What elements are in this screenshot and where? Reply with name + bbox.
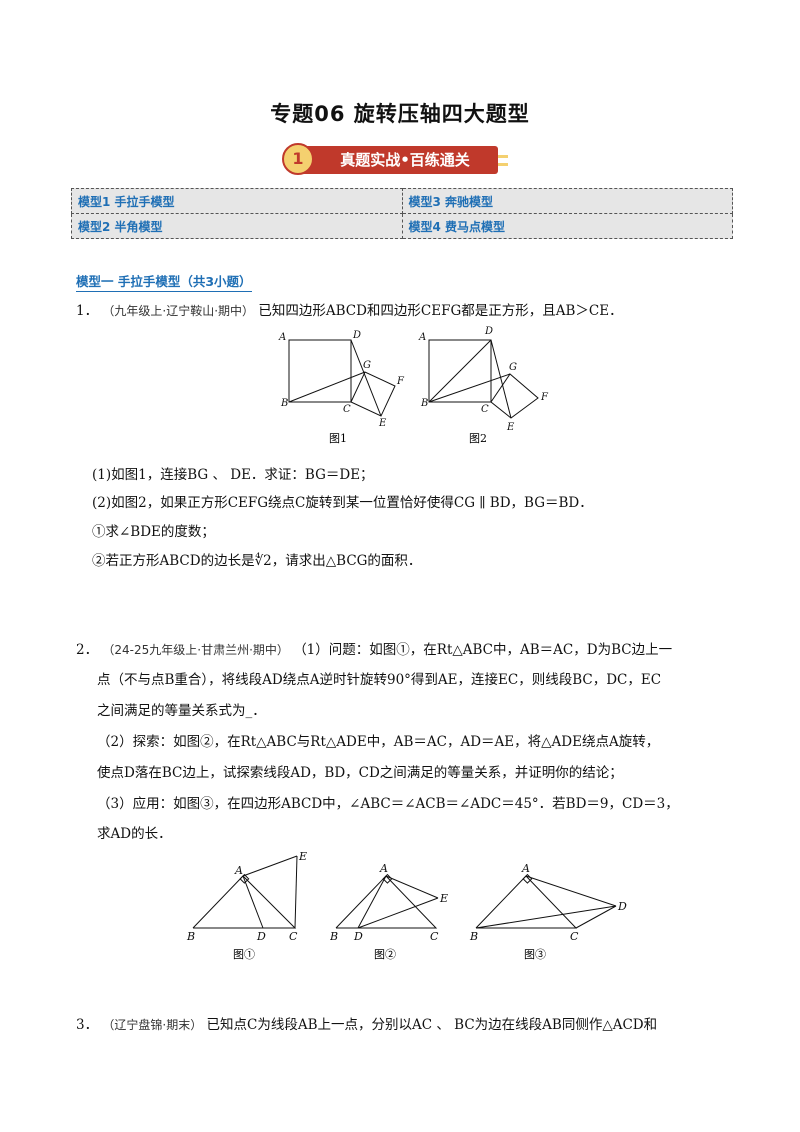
q2-figure-3: A D B C 图③ xyxy=(469,862,627,961)
svg-text:B: B xyxy=(186,930,195,943)
svg-text:E: E xyxy=(298,850,307,863)
svg-text:B: B xyxy=(330,930,338,943)
q1-header: 1． （九年级上·辽宁鞍山·期中） 已知四边形ABCD和四边形CEFG都是正方形… xyxy=(76,299,623,319)
q3-source: （辽宁盘锦·期末） xyxy=(102,1018,203,1032)
svg-text:C: C xyxy=(289,930,298,943)
svg-text:D: D xyxy=(352,330,361,341)
svg-text:G: G xyxy=(363,360,371,371)
q1-fig1-caption: 图1 xyxy=(329,432,347,445)
q1-part4: ②若正方形ABCD的边长是∜2，请求出△BCG的面积． xyxy=(92,553,422,569)
q1-figure-1: A D B C G F E 图1 xyxy=(278,330,405,445)
model-link-4[interactable]: 模型4 费马点模型 xyxy=(401,213,733,239)
q2-line5: 使点D落在BC边上，试探索线段AD，BD，CD之间满足的等量关系，并证明你的结论… xyxy=(97,765,623,781)
q1-figure-2: A D B C G F E 图2 xyxy=(418,326,549,445)
q2-text-1: （1）问题：如图①，在Rt△ABC中，AB＝AC，D为BC边上一 xyxy=(293,642,673,658)
svg-text:A: A xyxy=(521,862,530,875)
model-table: 模型1 手拉手模型 模型3 奔驰模型 模型2 半角模型 模型4 费马点模型 xyxy=(71,188,733,239)
svg-text:F: F xyxy=(540,392,549,403)
q2-line7: 求AD的长． xyxy=(97,826,172,842)
svg-text:B: B xyxy=(280,398,288,409)
q1-part3: ①求∠BDE的度数； xyxy=(92,524,215,540)
q2-line4: （2）探索：如图②，在Rt△ABC与Rt△ADE中，AB＝AC，AD＝AE，将△… xyxy=(97,734,660,750)
q2-line1: 2． （24-25九年级上·甘肃兰州·期中） （1）问题：如图①，在Rt△ABC… xyxy=(76,638,672,658)
section-banner: 1 真题实战•百练通关 xyxy=(278,143,522,177)
q2-fig1-caption: 图① xyxy=(233,948,255,961)
q2-line2: 点（不与点B重合），将线段AD绕点A逆时针旋转90°得到AE，连接EC，则线段B… xyxy=(97,672,662,688)
q2-line3: 之间满足的等量关系式为_． xyxy=(97,703,266,719)
q2-fig3-caption: 图③ xyxy=(524,948,546,961)
svg-text:D: D xyxy=(617,900,627,913)
svg-text:A: A xyxy=(418,332,426,343)
q2-fig2-caption: 图② xyxy=(374,948,396,961)
model-link-1[interactable]: 模型1 手拉手模型 xyxy=(71,188,403,214)
svg-text:C: C xyxy=(481,404,489,415)
banner-number: 1 xyxy=(282,143,314,175)
q2-source: （24-25九年级上·甘肃兰州·期中） xyxy=(102,643,289,657)
q2-figure-1: A E B D C 图① xyxy=(186,850,307,961)
svg-text:C: C xyxy=(343,404,351,415)
svg-text:D: D xyxy=(256,930,266,943)
q3-header: 3． （辽宁盘锦·期末） 已知点C为线段AB上一点，分别以AC 、 BC为边在线… xyxy=(76,1013,657,1033)
q1-fig2-caption: 图2 xyxy=(469,432,487,445)
svg-text:B: B xyxy=(420,398,428,409)
q3-number: 3． xyxy=(76,1017,99,1033)
q2-line6: （3）应用：如图③，在四边形ABCD中，∠ABC＝∠ACB＝∠ADC＝45°．若… xyxy=(97,796,679,812)
q2-number: 2． xyxy=(76,642,99,658)
q1-part2: (2)如图2，如果正方形CEFG绕点C旋转到某一位置恰好使得CG ∥ BD，BG… xyxy=(92,495,593,511)
svg-text:D: D xyxy=(484,326,493,337)
q3-stem: 已知点C为线段AB上一点，分别以AC 、 BC为边在线段AB同侧作△ACD和 xyxy=(206,1017,658,1033)
svg-text:F: F xyxy=(396,376,405,387)
svg-text:A: A xyxy=(278,332,286,343)
svg-text:D: D xyxy=(353,930,363,943)
svg-text:A: A xyxy=(234,864,243,877)
model-link-3[interactable]: 模型3 奔驰模型 xyxy=(401,188,733,214)
q1-source: （九年级上·辽宁鞍山·期中） xyxy=(102,304,255,318)
svg-text:E: E xyxy=(378,418,387,429)
q1-part1: (1)如图1，连接BG 、 DE．求证：BG＝DE； xyxy=(92,467,374,483)
svg-text:A: A xyxy=(379,862,388,875)
svg-text:G: G xyxy=(509,362,517,373)
q2-figure-2: A E B D C 图② xyxy=(330,862,448,961)
svg-text:E: E xyxy=(506,422,515,433)
svg-text:C: C xyxy=(570,930,579,943)
page-title: 专题06 旋转压轴四大题型 xyxy=(270,102,530,126)
q1-number: 1． xyxy=(76,303,99,319)
q1-stem: 已知四边形ABCD和四边形CEFG都是正方形，且AB＞CE． xyxy=(258,303,623,319)
svg-text:E: E xyxy=(439,892,448,905)
model-link-2[interactable]: 模型2 半角模型 xyxy=(71,213,403,239)
svg-text:C: C xyxy=(430,930,439,943)
svg-text:B: B xyxy=(469,930,478,943)
section-heading-1: 模型一 手拉手模型（共3小题） xyxy=(76,271,252,292)
banner-text: 真题实战•百练通关 xyxy=(340,151,470,169)
